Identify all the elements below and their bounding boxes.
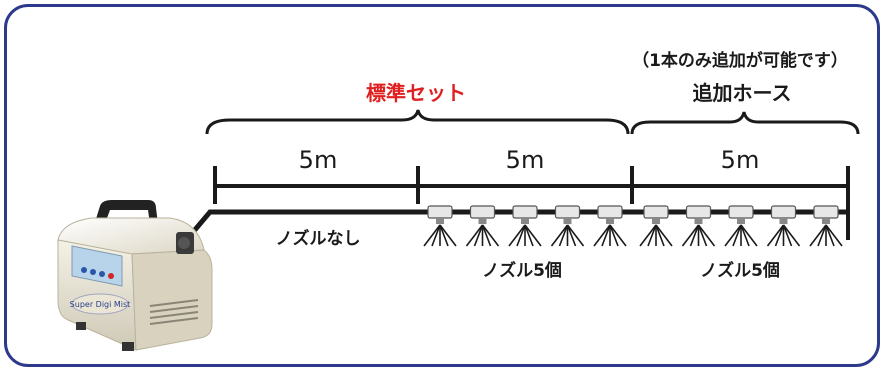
- mist-machine: Super Digi Mist: [57, 200, 213, 351]
- nozzle-set: [423, 205, 843, 247]
- additional-note: （1本のみ追加が可能です）: [632, 50, 848, 71]
- nozzle-icon: [639, 205, 673, 247]
- indicator-2: [90, 269, 96, 275]
- segment-2-length: 5m: [506, 146, 545, 174]
- indicator-1: [81, 267, 87, 273]
- nozzle-group-1-label: ノズル5個: [482, 260, 562, 281]
- dimension-line: [213, 166, 850, 204]
- nozzle-group-2-label: ノズル5個: [700, 260, 780, 281]
- standard-set-label: 標準セット: [366, 81, 466, 105]
- nozzle-icon: [508, 205, 542, 247]
- nozzle-icon: [681, 205, 716, 247]
- standard-set-brace: [205, 109, 630, 135]
- hose-line: [186, 209, 848, 240]
- nozzle-icon: [593, 205, 627, 247]
- machine-handle: [95, 200, 158, 226]
- nozzle-icon: [423, 205, 457, 247]
- nozzle-icon: [766, 205, 801, 247]
- device-brand: Super Digi Mist: [70, 300, 131, 309]
- segment-1-length: 5m: [299, 146, 338, 174]
- nozzle-icon: [465, 205, 500, 247]
- indicator-4: [108, 273, 114, 279]
- no-nozzle-label: ノズルなし: [276, 228, 361, 249]
- nozzle-icon: [809, 205, 843, 247]
- additional-hose-brace: [630, 111, 860, 135]
- indicator-3: [99, 271, 105, 277]
- nozzle-icon: [724, 205, 758, 247]
- nozzle-icon: [550, 205, 585, 247]
- segment-3-length: 5m: [721, 146, 760, 174]
- additional-hose-label: 追加ホース: [693, 81, 792, 105]
